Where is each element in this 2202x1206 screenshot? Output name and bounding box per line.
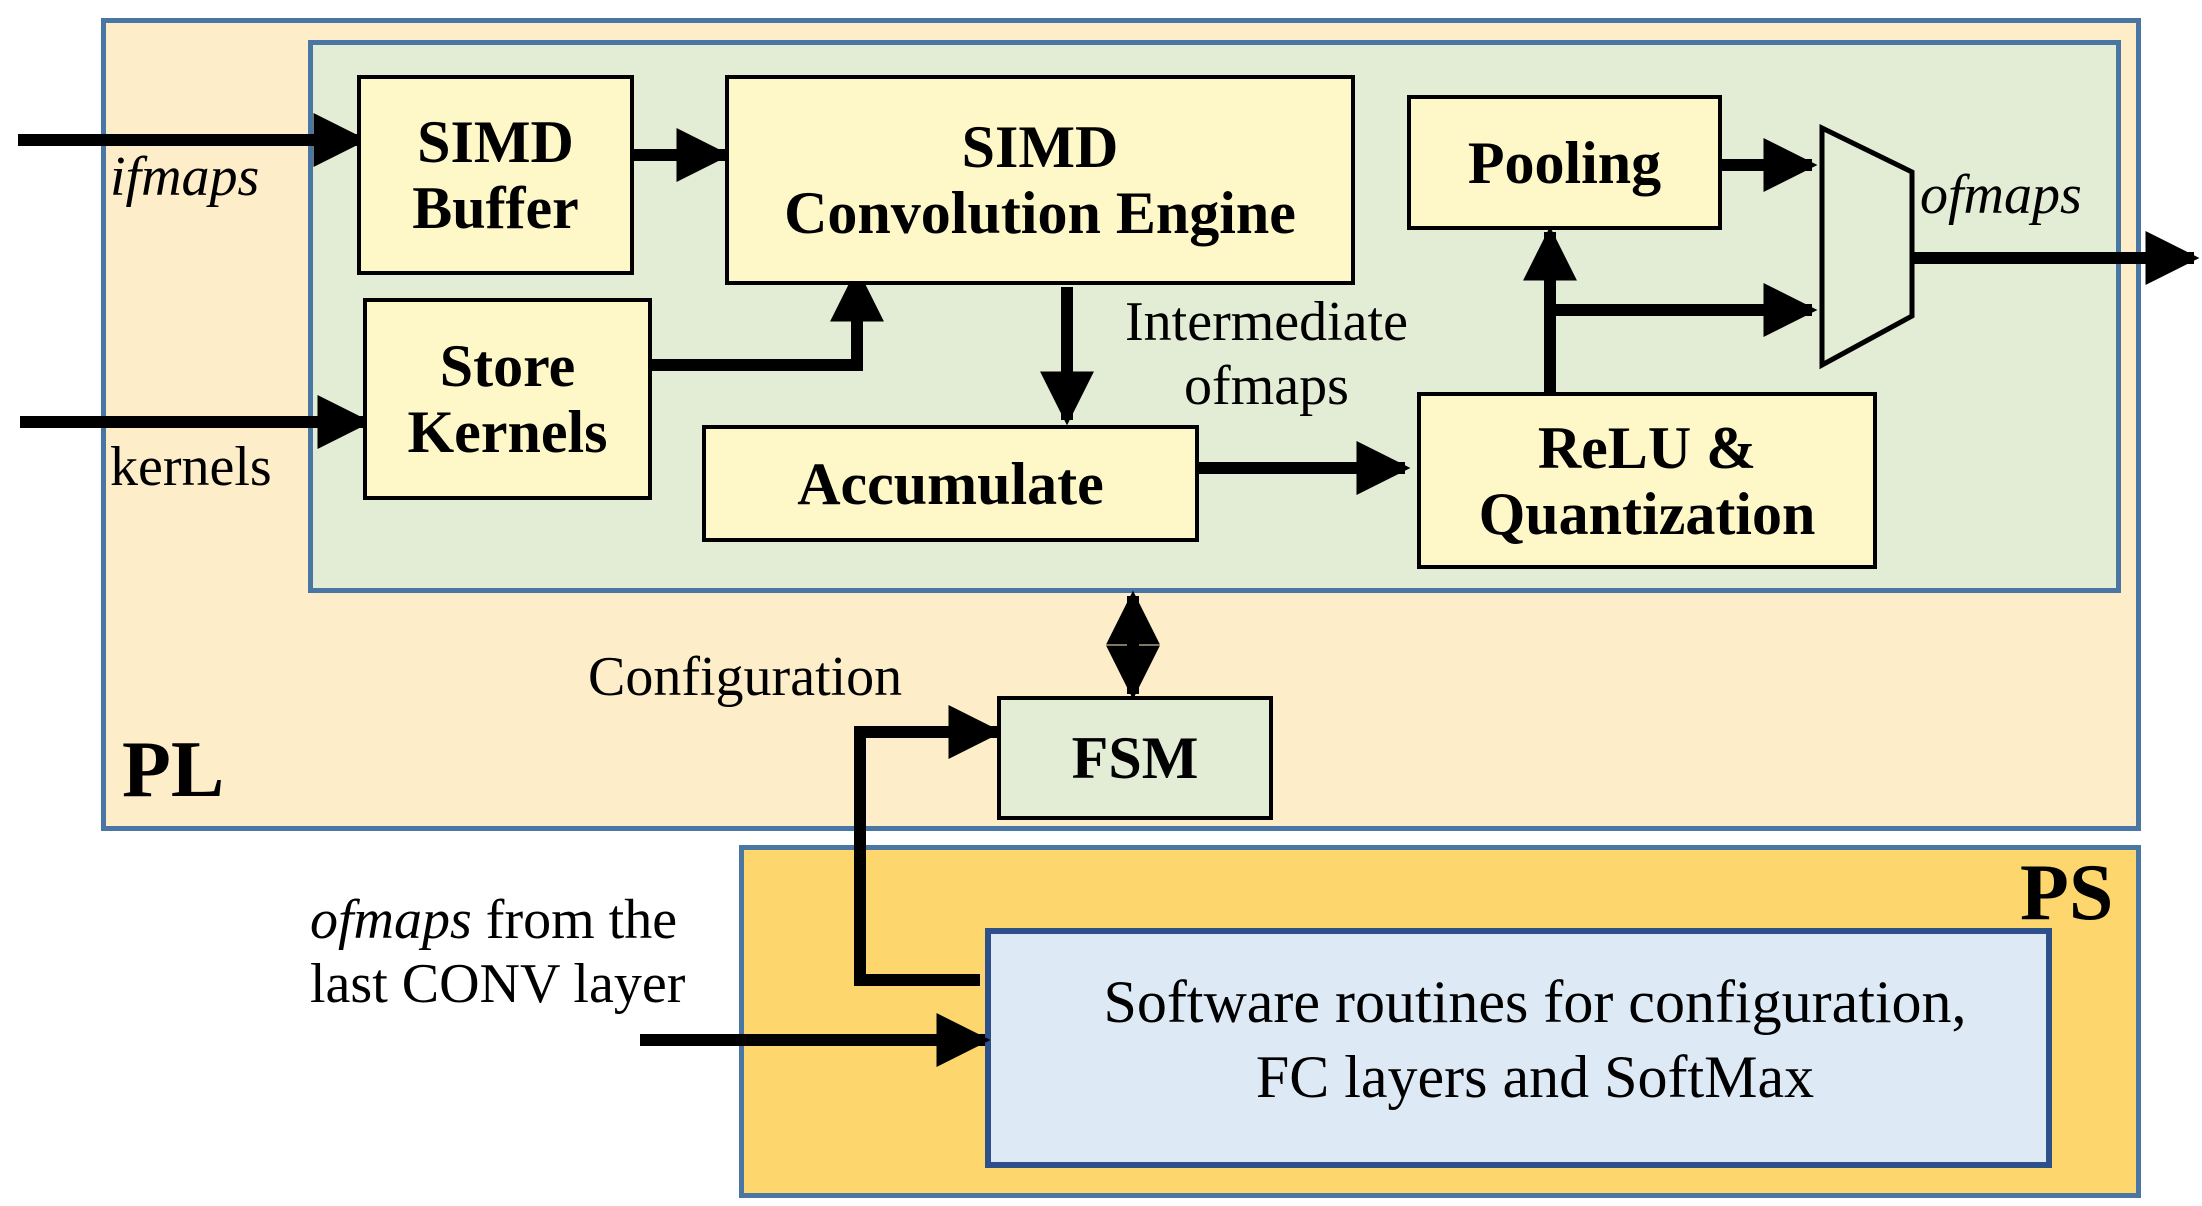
configuration-label: Configuration — [588, 646, 903, 708]
last-conv-italic: ofmaps — [310, 889, 472, 951]
ifmaps-label: ifmaps — [110, 146, 260, 208]
software-line1: Software routines for configuration, — [1103, 969, 1967, 1035]
accumulate-label: Accumulate — [797, 450, 1104, 517]
last-conv-label: ofmaps from the last CONV layer — [310, 888, 685, 1017]
multiplexer — [1819, 123, 1915, 370]
last-conv-rest: from the — [471, 889, 678, 951]
relu-quantization-block: ReLU &Quantization — [1417, 392, 1877, 569]
software-routines-box — [985, 928, 2052, 1168]
pooling-block: Pooling — [1407, 95, 1722, 230]
store-kernels-line2: Kernels — [407, 399, 608, 465]
relu-line2: Quantization — [1478, 480, 1816, 547]
intermediate-line1: Intermediate — [1125, 291, 1408, 353]
last-conv-line2: last CONV layer — [310, 953, 686, 1016]
store-kernels-line1: Store — [439, 333, 576, 399]
kernels-label: kernels — [110, 436, 272, 498]
pooling-label: Pooling — [1467, 129, 1662, 196]
intermediate-line2: ofmaps — [1184, 355, 1349, 418]
pl-label: PL — [122, 726, 225, 814]
accumulate-block: Accumulate — [702, 425, 1199, 542]
software-routines-text: Software routines for configuration, FC … — [1010, 965, 2060, 1115]
relu-line1: ReLU & — [1537, 414, 1757, 481]
fsm-block: FSM — [997, 696, 1273, 820]
configuration-arrow — [854, 705, 1003, 986]
simd-buffer-line2: Buffer — [412, 175, 579, 241]
conv-engine-line2: Convolution Engine — [784, 180, 1296, 246]
ofmaps-output-label: ofmaps — [1920, 164, 2082, 226]
ps-label: PS — [2020, 849, 2114, 937]
intermediate-ofmaps-label: Intermediate ofmaps — [1125, 290, 1408, 419]
conv-engine-line1: SIMD — [961, 114, 1119, 180]
software-line2: FC layers and SoftMax — [1255, 1044, 1815, 1110]
simd-buffer-line1: SIMD — [417, 109, 574, 175]
kernels-to-conv-arrow — [652, 267, 884, 371]
fsm-label: FSM — [1071, 725, 1199, 791]
